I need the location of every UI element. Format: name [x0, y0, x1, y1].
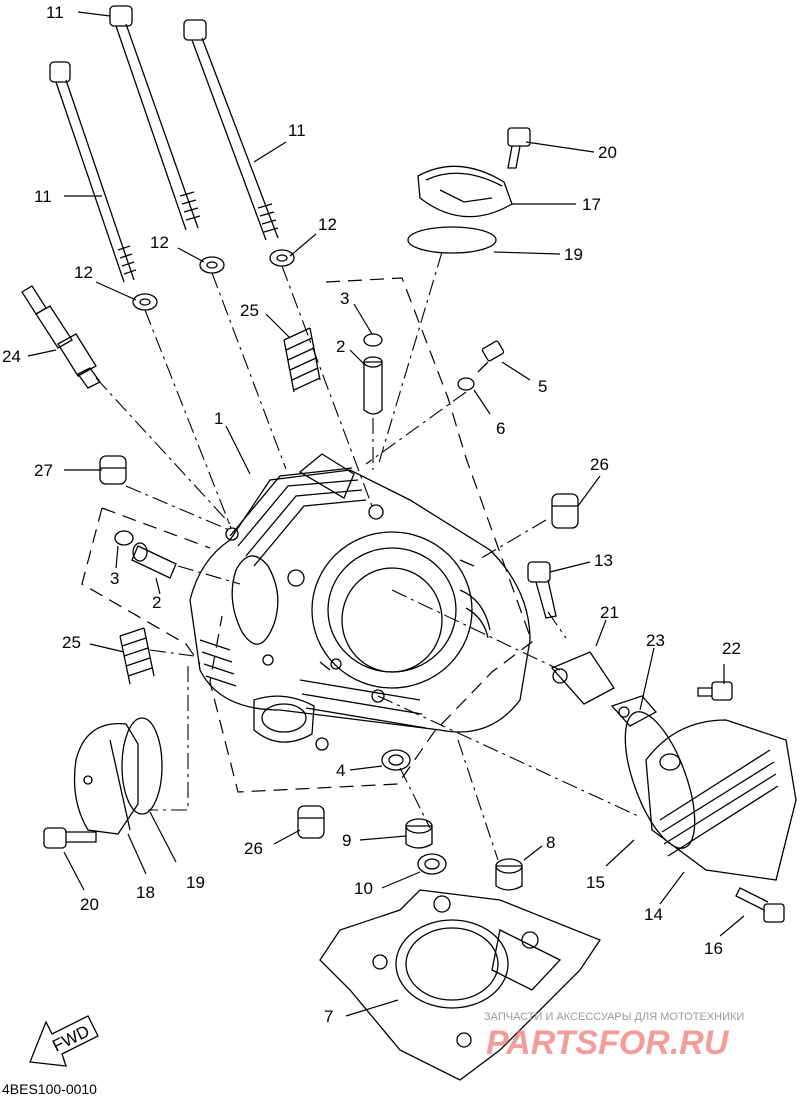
- stud-bolt-right[interactable]: [183, 19, 279, 241]
- callout-12: 12: [74, 263, 93, 282]
- callout-15: 15: [586, 873, 605, 892]
- callout-20: 20: [598, 143, 617, 162]
- callout-25: 25: [62, 633, 81, 652]
- valve-guide-2-top[interactable]: [363, 356, 383, 415]
- bolt-20-top[interactable]: [507, 127, 531, 169]
- washer-12-left[interactable]: [132, 293, 158, 311]
- bolt-16[interactable]: [735, 887, 785, 923]
- circlip-3-top[interactable]: [363, 333, 383, 347]
- callout-2: 2: [336, 337, 345, 356]
- plug-26-bottom[interactable]: [297, 805, 325, 839]
- cylinder-head[interactable]: [189, 453, 531, 751]
- callout-17: 17: [582, 195, 601, 214]
- callout-13: 13: [594, 551, 613, 570]
- callout-12: 12: [318, 215, 337, 234]
- callout-11: 11: [288, 121, 306, 140]
- plate-23[interactable]: [610, 695, 658, 727]
- callout-26: 26: [590, 455, 609, 474]
- callout-11: 11: [34, 187, 52, 206]
- washer-12-right[interactable]: [269, 249, 295, 267]
- head-gasket-7[interactable]: [319, 889, 601, 1081]
- callout-24: 24: [2, 347, 21, 366]
- head-assembly-outline: [209, 277, 533, 793]
- callout-23: 23: [646, 631, 665, 650]
- callout-10: 10: [354, 879, 373, 898]
- watermark: ЗАПЧАСТИ И АКСЕССУАРЫ ДЛЯ МОТОТЕХНИКИ PA…: [484, 1011, 744, 1062]
- callout-6: 6: [496, 419, 505, 438]
- bolt-20-left[interactable]: [43, 827, 97, 849]
- callout-19: 19: [186, 873, 205, 892]
- callout-20: 20: [80, 895, 99, 914]
- fwd-arrow: FWD: [29, 1015, 99, 1067]
- diagram-code: 4BES100-0010: [2, 1081, 97, 1097]
- spark-plug[interactable]: [21, 285, 101, 389]
- callout-3: 3: [340, 289, 349, 308]
- callout-8: 8: [546, 833, 555, 852]
- side-cover-14[interactable]: [645, 719, 797, 881]
- valve-guide-2-left[interactable]: [131, 542, 177, 579]
- washer-6[interactable]: [457, 377, 475, 391]
- bolt-5[interactable]: [477, 340, 505, 373]
- stud-bolt-middle[interactable]: [109, 5, 201, 231]
- cam-cap-17[interactable]: [417, 165, 513, 218]
- o-ring-19-left[interactable]: [121, 717, 163, 815]
- callout-18: 18: [136, 883, 155, 902]
- callout-25: 25: [240, 301, 259, 320]
- callout-21: 21: [600, 603, 619, 622]
- watermark-brand: PARTSFOR.RU: [486, 1024, 730, 1062]
- callout-9: 9: [342, 831, 351, 850]
- callout-26: 26: [244, 839, 263, 858]
- callout-22: 22: [722, 639, 741, 658]
- callout-27: 27: [34, 461, 53, 480]
- callout-4: 4: [336, 761, 345, 780]
- callout-11: 11: [46, 3, 64, 22]
- washer-12-middle[interactable]: [199, 256, 225, 274]
- callout-16: 16: [704, 939, 723, 958]
- seal-4[interactable]: [381, 749, 411, 771]
- fwd-label: FWD: [49, 1022, 92, 1056]
- bolt-22[interactable]: [697, 681, 733, 701]
- tappet-cover-18[interactable]: [73, 723, 139, 835]
- callout-1: 1: [214, 409, 223, 428]
- valve-spring-25-left[interactable]: [119, 627, 155, 685]
- callout-2: 2: [152, 593, 161, 612]
- callout-leaders: [27, 11, 745, 1017]
- o-ring-19-top[interactable]: [407, 226, 497, 254]
- circlip-3-left[interactable]: [114, 530, 134, 546]
- callout-14: 14: [644, 905, 663, 924]
- gasket-15[interactable]: [611, 703, 709, 856]
- stud-bolt-left[interactable]: [49, 61, 137, 283]
- dowel-8[interactable]: [495, 858, 523, 891]
- callout-5: 5: [538, 377, 547, 396]
- seal-10[interactable]: [417, 853, 447, 875]
- bracket-21[interactable]: [550, 651, 615, 705]
- dowel-9[interactable]: [405, 818, 433, 849]
- watermark-subtitle: ЗАПЧАСТИ И АКСЕССУАРЫ ДЛЯ МОТОТЕХНИКИ: [484, 1011, 744, 1023]
- callout-3: 3: [110, 569, 119, 588]
- plug-26-top[interactable]: [551, 493, 579, 529]
- callout-12: 12: [150, 233, 169, 252]
- callout-numbers: 11 11 11 12 12 12 20 17 19 3 2 25 24 5 6…: [2, 3, 741, 1026]
- callout-19: 19: [564, 245, 583, 264]
- callout-7: 7: [324, 1007, 333, 1026]
- bolt-13[interactable]: [527, 561, 557, 619]
- plug-27[interactable]: [99, 455, 127, 485]
